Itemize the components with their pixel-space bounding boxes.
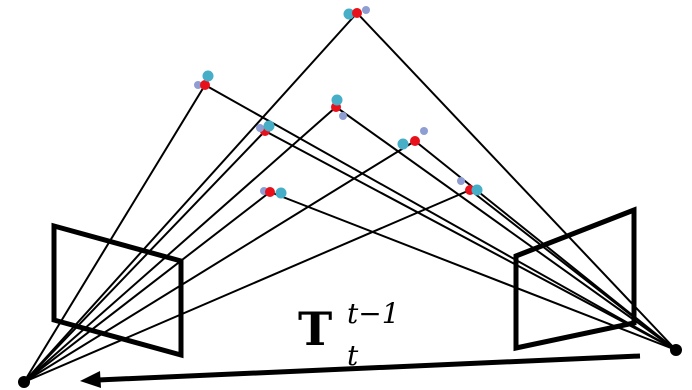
landmark-point-lavender xyxy=(256,124,264,132)
left-camera-center xyxy=(18,376,30,388)
landmark-point-cyan xyxy=(343,8,355,20)
ray-right-camera xyxy=(204,84,677,351)
landmark-point-lavender xyxy=(420,127,428,135)
landmark-point-red xyxy=(265,187,275,197)
landmark-points xyxy=(194,6,483,199)
transform-subscript: t xyxy=(347,339,359,372)
transform-superscript: t−1 xyxy=(347,297,400,330)
ray-left-camera xyxy=(23,84,206,383)
arrow-head xyxy=(80,371,101,388)
camera-centers xyxy=(18,344,682,388)
ray-right-camera xyxy=(356,12,677,351)
landmark-point-cyan xyxy=(331,94,343,106)
landmark-point-cyan xyxy=(202,70,214,82)
ray-left-camera xyxy=(23,140,416,383)
ray-left-camera xyxy=(23,191,271,383)
landmark-point-cyan xyxy=(263,120,275,132)
landmark-point-cyan xyxy=(471,184,483,196)
left-camera-frame xyxy=(51,222,184,359)
ray-right-camera xyxy=(269,191,677,351)
landmark-point-cyan xyxy=(275,187,287,199)
landmark-point-lavender xyxy=(457,177,465,185)
landmark-point-lavender xyxy=(194,81,202,89)
right-camera-frame xyxy=(513,206,637,352)
landmark-point-red xyxy=(200,80,210,90)
ray-right-camera xyxy=(335,106,677,351)
landmark-point-lavender xyxy=(339,112,347,120)
transform-label: T t−1 t xyxy=(298,297,400,372)
ray-left-camera xyxy=(23,189,471,383)
ray-right-camera xyxy=(469,189,677,351)
right-camera-center xyxy=(670,344,682,356)
ray-left-camera xyxy=(23,106,337,383)
projection-rays xyxy=(23,12,677,383)
transform-arrow xyxy=(80,353,641,388)
landmark-point-cyan xyxy=(397,138,409,150)
camera-frames xyxy=(51,206,637,359)
ray-right-camera xyxy=(264,130,677,351)
transform-symbol: T xyxy=(298,302,332,356)
ray-left-camera xyxy=(23,12,358,383)
arrow-shaft xyxy=(97,353,641,383)
landmark-point-red xyxy=(352,8,362,18)
landmark-point-lavender xyxy=(362,6,370,14)
ray-left-camera xyxy=(23,130,266,383)
landmark-point-red xyxy=(410,136,420,146)
